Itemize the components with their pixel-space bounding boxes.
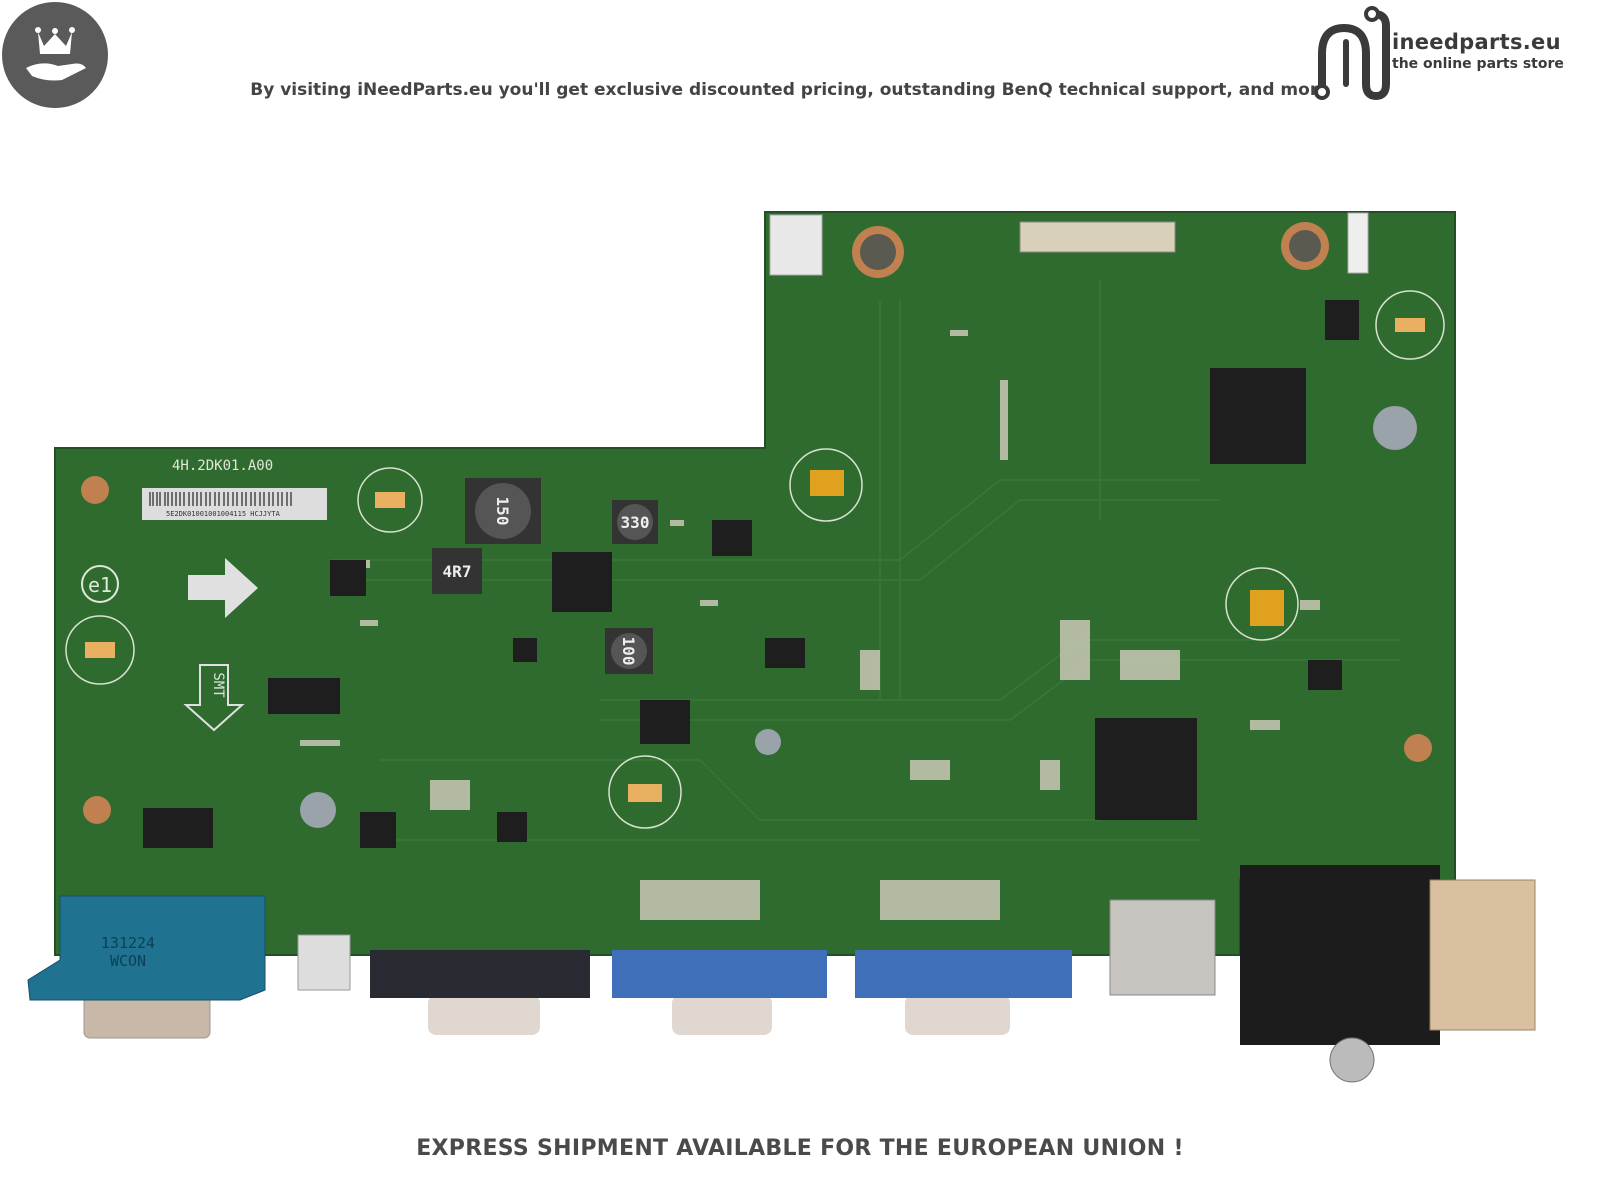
inductor-label: 100 — [619, 637, 638, 666]
smd-components — [300, 330, 1320, 920]
pcb-board — [54, 211, 1456, 956]
logo-subtitle: the online parts store — [1392, 56, 1564, 72]
circuit-n-logo-icon — [1314, 6, 1390, 101]
vga-port-2 — [855, 950, 1072, 1035]
arrow-right-icon — [188, 558, 258, 618]
connector-label: 131224 — [101, 934, 155, 952]
serial-port-connector: 131224 WCON — [27, 895, 266, 1039]
smt-mark: SMT — [210, 672, 226, 698]
audio-ethernet-block — [1240, 865, 1536, 1083]
connector-label: WCON — [110, 952, 146, 970]
ineedparts-logo[interactable]: ineedparts.eu the online parts store — [1310, 4, 1600, 104]
inductor-label: 330 — [621, 513, 650, 532]
inductor-label: 4R7 — [443, 562, 472, 581]
fiducial-circles — [65, 290, 1445, 829]
crown-on-hand-icon — [26, 27, 86, 81]
logo-name: ineedparts.eu — [1392, 30, 1561, 54]
pads — [85, 318, 1425, 802]
barcode-label — [142, 488, 327, 520]
e1-mark: e1 — [88, 573, 112, 597]
crown-hand-badge — [2, 2, 108, 108]
hdmi-usb-port — [1109, 899, 1216, 996]
barcode — [149, 492, 292, 506]
inductors — [432, 478, 658, 674]
dvi-port — [370, 950, 590, 1035]
power-connector — [769, 214, 823, 276]
vga-port-1 — [612, 950, 827, 1035]
lvds-connector — [1019, 221, 1176, 253]
inductor-label: 150 — [493, 497, 512, 526]
arrow-down-icon — [183, 664, 245, 732]
barcode-text: 5E2DK01001001004115 HCJJYTA — [166, 510, 281, 518]
mini-usb-port — [297, 934, 351, 991]
tagline-text: By visiting iNeedParts.eu you'll get exc… — [250, 80, 1330, 100]
pcb-traces — [330, 280, 1400, 841]
chips — [143, 300, 1359, 848]
board-code: 4H.2DK01.A00 — [172, 458, 273, 474]
electrolytic-capacitors — [300, 406, 1417, 828]
promo-tagline: By visiting iNeedParts.eu you'll get exc… — [0, 80, 1600, 100]
shipping-banner: EXPRESS SHIPMENT AVAILABLE FOR THE EUROP… — [416, 1136, 1184, 1161]
